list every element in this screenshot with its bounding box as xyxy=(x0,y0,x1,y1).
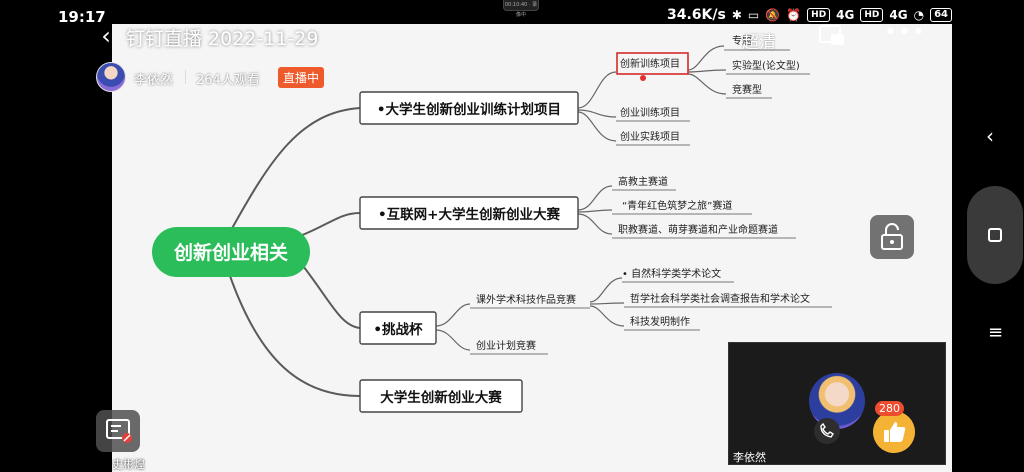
presenter-name: 史彬煌 xyxy=(112,458,145,471)
quality-button[interactable]: 超清 xyxy=(742,33,776,53)
connector-b1-c1 xyxy=(577,71,617,109)
net-speed: 34.6K/s xyxy=(667,7,726,23)
pip-icon[interactable] xyxy=(818,24,846,48)
bluetooth-icon: ✱ xyxy=(731,8,742,22)
nav-home-icon[interactable] xyxy=(988,228,1002,242)
child-label: 高教主赛道 xyxy=(618,175,668,188)
connector-root-b2 xyxy=(299,212,361,237)
signal-2-label: 4G xyxy=(889,8,908,22)
hd-badge-1: HD xyxy=(807,8,831,22)
connector-c1-g3 xyxy=(687,73,727,95)
thumbs-up-icon[interactable] xyxy=(873,411,915,453)
child-label: 课外学术科技作品竞赛 xyxy=(476,293,576,306)
child-label: 职教赛道、萌芽赛道和产业命题赛道 xyxy=(618,223,778,236)
underlines xyxy=(470,49,832,355)
connector-c31-g1 xyxy=(589,277,623,303)
child-label: 创业计划竞赛 xyxy=(476,339,536,352)
child-label: 创新训练项目 xyxy=(620,57,680,70)
connector-b3-c1 xyxy=(435,303,471,327)
connector-root-b4 xyxy=(229,275,361,397)
child-labels: 创新训练项目 创业训练项目 创业实践项目 专题 实验型(论文型) 竞赛型 高教主… xyxy=(476,34,810,352)
signal-1-label: 4G xyxy=(836,8,855,22)
connector-b1-c3 xyxy=(577,111,617,142)
connector-b3-c2 xyxy=(435,329,471,351)
branch-4-box xyxy=(359,379,523,413)
connector-c1-g2 xyxy=(687,69,727,73)
video-avatar xyxy=(809,373,865,429)
screen-share-icon[interactable] xyxy=(96,410,140,452)
branch-1-label: •大学生创新创业训练计划项目 xyxy=(377,101,561,118)
alarm-icon: ⏰ xyxy=(786,8,802,22)
hd-badge-2: HD xyxy=(860,8,884,22)
like-count: 280 xyxy=(875,401,904,416)
viewer-count: 264人观看 xyxy=(196,73,260,88)
vibrate-icon: ▭ xyxy=(747,8,760,22)
stream-title: 钉钉直播 2022-11-29 xyxy=(126,28,319,50)
nav-home-pill xyxy=(967,186,1023,284)
more-icon[interactable]: ••• xyxy=(884,20,926,45)
branch-1-box xyxy=(359,91,579,125)
child-label: 创业实践项目 xyxy=(620,130,680,143)
grandchild-label: • 自然科学类学术论文 xyxy=(622,267,721,280)
camera-cutout-label: 00:10:40 · 录像中 xyxy=(503,0,539,18)
status-right: 34.6K/s ✱ ▭ 🔕 ⏰ HD 4G HD 4G ◔ 64 xyxy=(667,7,952,23)
connector-b1-c2 xyxy=(577,109,617,118)
connectors xyxy=(229,107,361,397)
call-icon[interactable] xyxy=(813,417,841,445)
pointer-dot xyxy=(640,75,646,81)
grandchild-label: 竞赛型 xyxy=(732,83,762,96)
branch-3-label: •挑战杯 xyxy=(373,321,423,338)
connector-b2-c3 xyxy=(577,213,613,235)
battery-level: 64 xyxy=(930,8,952,22)
grandchild-label: 哲学社会科学类社会调查报告和学术论文 xyxy=(630,292,810,305)
branch-2-label: •互联网+大学生创新创业大赛 xyxy=(378,206,560,223)
connector-c31-g3 xyxy=(589,305,625,327)
grandchild-label: 专题 xyxy=(732,34,752,47)
connector-b2-c1 xyxy=(577,185,613,211)
branch-2-box xyxy=(359,196,579,230)
wifi-icon: ◔ xyxy=(913,8,925,22)
host-name: 李依然 xyxy=(134,73,174,88)
lock-icon[interactable] xyxy=(870,215,914,259)
grandchild-label: 科技发明制作 xyxy=(630,315,690,328)
sub-connectors xyxy=(435,45,727,351)
mute-icon: 🔕 xyxy=(765,8,781,22)
child-label: “青年红色筑梦之旅”赛道 xyxy=(622,199,732,212)
connector-c1-g1 xyxy=(687,45,725,71)
connector-b2-c2 xyxy=(577,209,613,213)
nav-menu-icon[interactable]: ≡ xyxy=(988,322,1004,343)
connector-root-b1 xyxy=(229,107,361,233)
video-name: 李依然 xyxy=(733,451,766,464)
video-window[interactable]: 280 李依然 xyxy=(728,342,946,465)
connector-root-b3 xyxy=(299,261,361,329)
nav-back-icon[interactable]: ‹ xyxy=(986,124,994,148)
host-avatar[interactable] xyxy=(96,62,126,92)
chevron-left-icon[interactable]: ‹ xyxy=(101,22,111,50)
viewer-separator xyxy=(185,70,186,84)
branch-3-box xyxy=(359,311,437,345)
connector-c31-g2 xyxy=(589,302,625,305)
root-node-bg xyxy=(152,227,310,277)
grandchild-label: 实验型(论文型) xyxy=(732,59,800,72)
child-label: 创业训练项目 xyxy=(620,106,680,119)
root-node-label: 创新创业相关 xyxy=(173,241,288,264)
status-time: 19:17 xyxy=(58,8,106,26)
branch-4-label: 大学生创新创业大赛 xyxy=(380,389,502,406)
highlight-box xyxy=(616,52,689,75)
live-badge: 直播中 xyxy=(278,67,325,88)
